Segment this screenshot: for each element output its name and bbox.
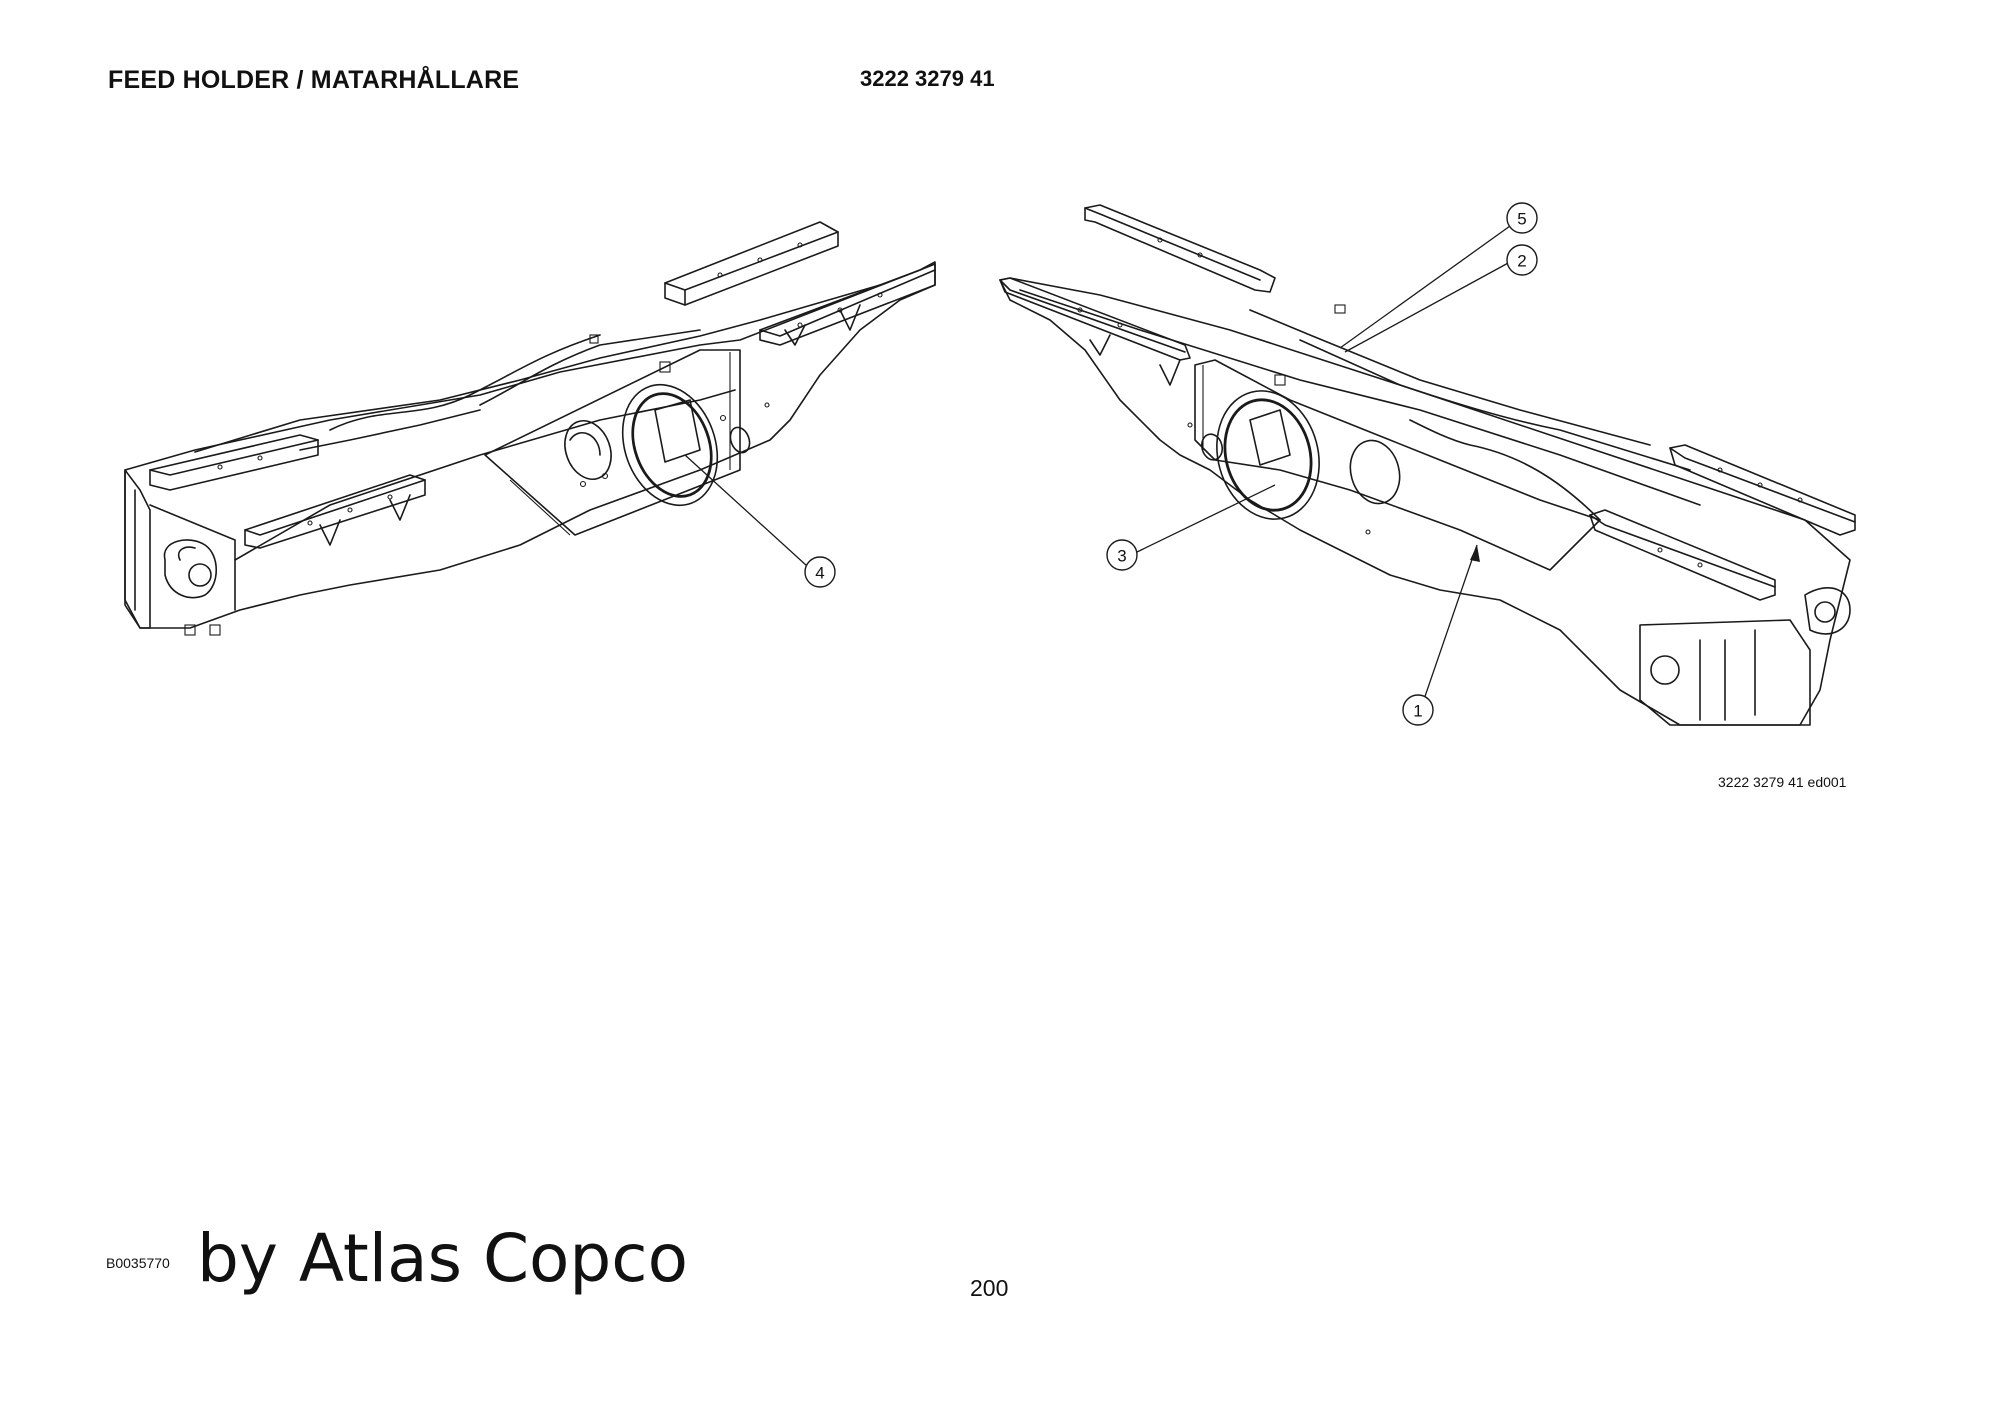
part-number: 3222 3279 41	[860, 66, 995, 91]
feed-holder-left-view	[124, 221, 936, 636]
feed-holder-right-view	[999, 204, 1856, 726]
callout-3: 3	[1106, 484, 1276, 571]
callout-4-label: 4	[815, 564, 824, 583]
callout-5: 5	[1339, 202, 1538, 349]
document-id: B0035770	[106, 1255, 170, 1271]
brand-text: by Atlas Copco	[197, 1220, 688, 1297]
callout-2-label: 2	[1517, 252, 1526, 271]
callout-4: 4	[684, 454, 836, 588]
callout-5-label: 5	[1517, 210, 1526, 229]
callout-1-label: 1	[1413, 702, 1422, 721]
drawing-reference: 3222 3279 41 ed001	[1718, 774, 1847, 790]
callout-1: 1	[1402, 544, 1480, 726]
page-number: 200	[970, 1275, 1009, 1301]
callout-3-label: 3	[1117, 547, 1126, 566]
callout-2: 2	[1344, 244, 1538, 353]
page-title: FEED HOLDER / MATARHÅLLARE	[108, 66, 520, 94]
